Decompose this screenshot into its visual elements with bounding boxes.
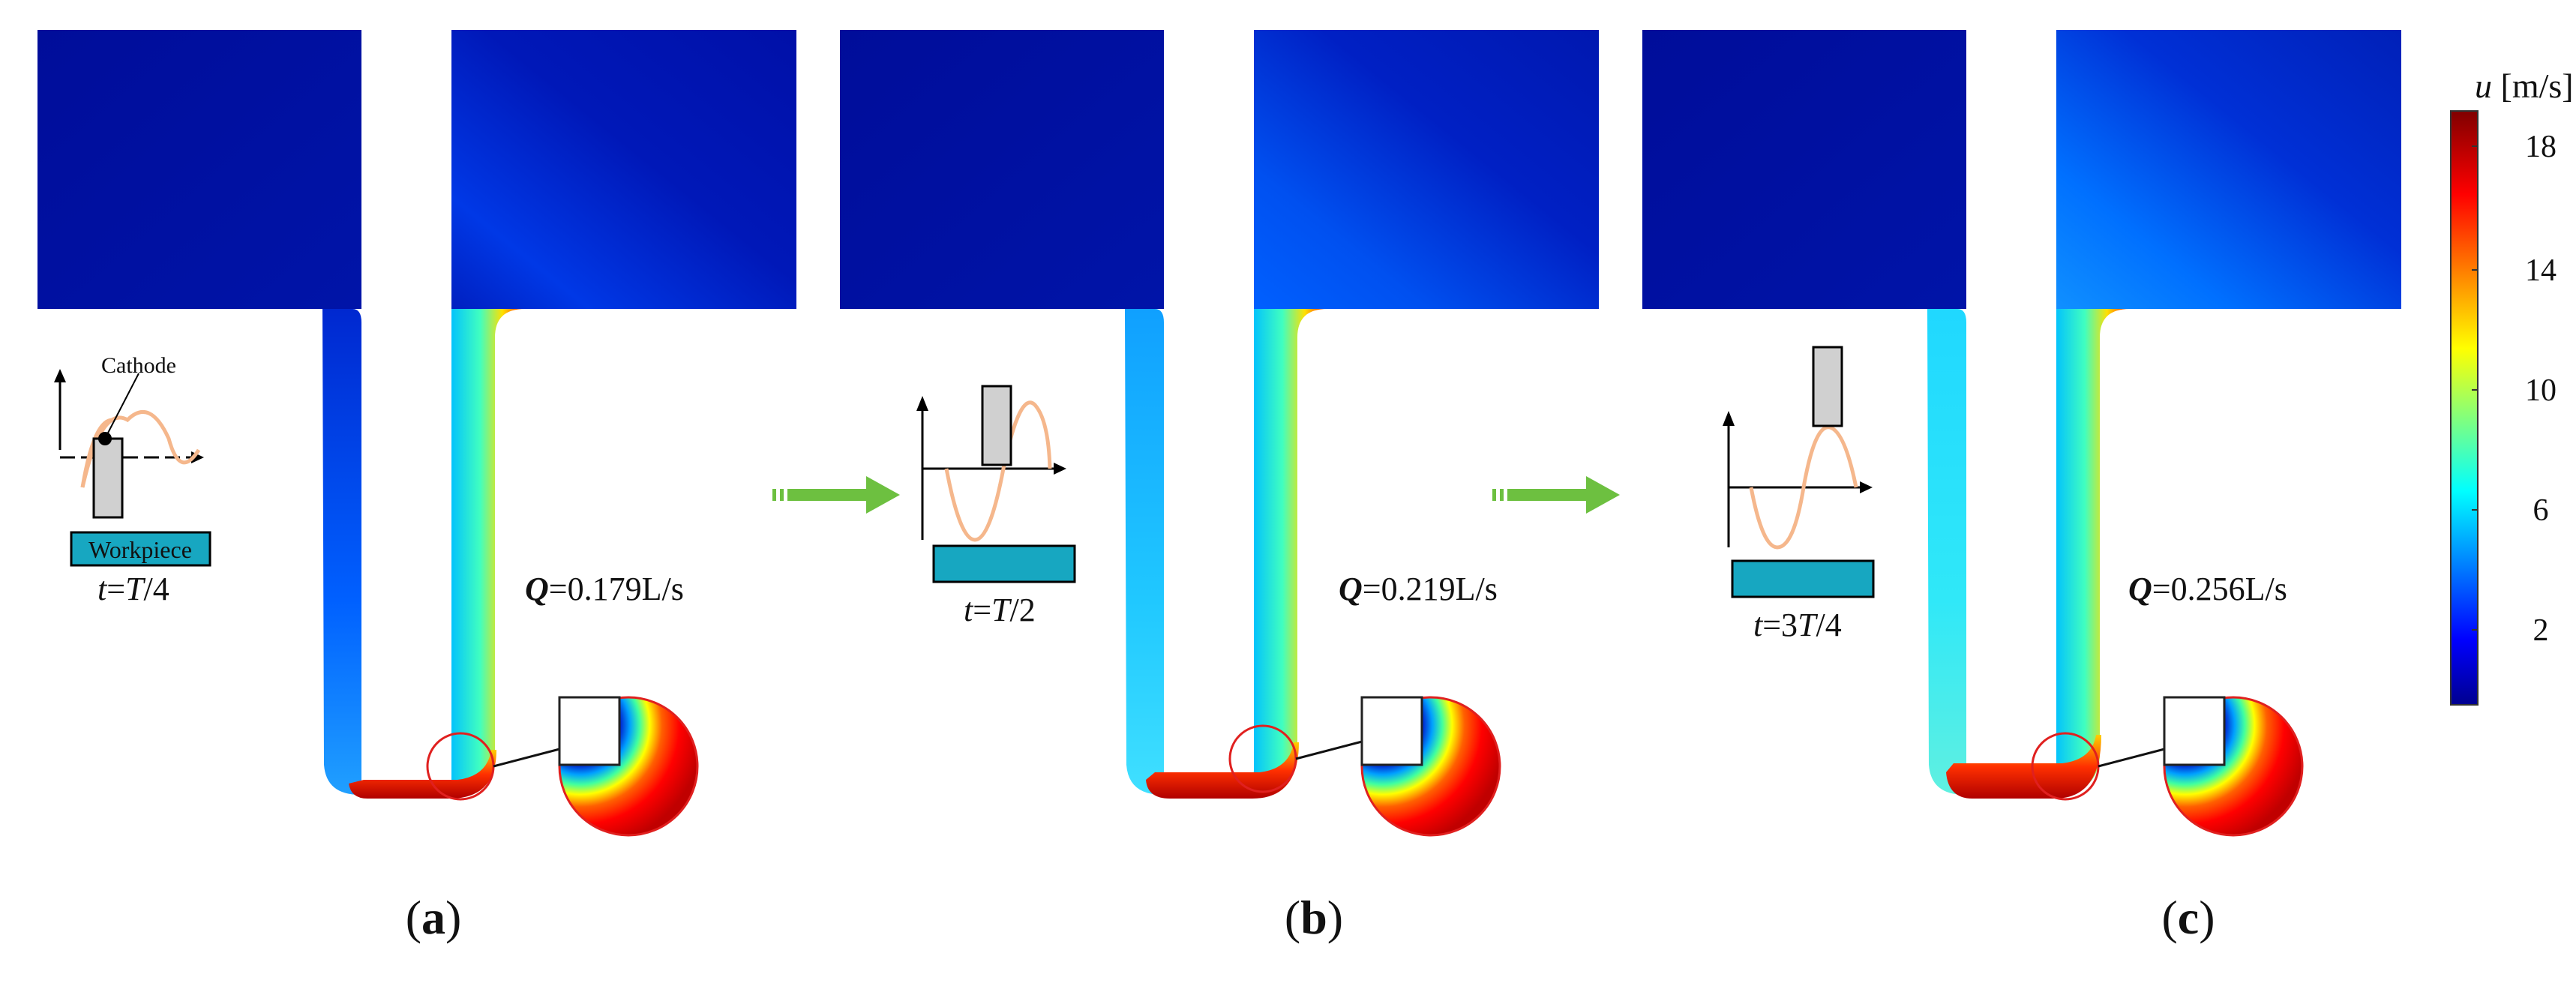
cathode-rect bbox=[92, 437, 124, 519]
right-channel bbox=[450, 309, 525, 795]
left-domain bbox=[1642, 30, 1966, 309]
bottom-flow bbox=[349, 750, 496, 799]
bottom-flow bbox=[1146, 742, 1299, 799]
sine-wave bbox=[1749, 425, 1858, 550]
y-axis-arrow bbox=[916, 396, 928, 411]
y-axis-arrow bbox=[1723, 411, 1735, 426]
bottom-flow bbox=[1946, 735, 2101, 799]
right-domain bbox=[2056, 30, 2401, 309]
cathode-slot bbox=[1966, 30, 2056, 762]
arrow-head bbox=[866, 476, 900, 514]
zoom-corner bbox=[2163, 696, 2226, 766]
x-axis-arrow bbox=[1860, 481, 1873, 493]
panel-a: Cathode Workpiece t=T/4 Q=0.179L/s (a) bbox=[37, 30, 796, 944]
panel-c: t=3T/4 Q=0.256L/s (c) bbox=[1642, 30, 2401, 944]
colorbar-tick-label: 18 bbox=[2525, 130, 2557, 164]
right-domain bbox=[451, 30, 796, 309]
left-domain bbox=[840, 30, 1164, 309]
panel-label: (c) bbox=[2161, 891, 2215, 944]
cathode-slot bbox=[1164, 30, 1254, 771]
colorbar-tick-label: 14 bbox=[2525, 253, 2557, 288]
left-channel bbox=[322, 309, 450, 795]
time-label: t=T/4 bbox=[97, 571, 169, 607]
sine-wave-lower bbox=[80, 418, 113, 488]
colorbar-tick-label: 6 bbox=[2533, 493, 2549, 528]
arrow-shaft bbox=[1507, 489, 1590, 501]
panel-label: (a) bbox=[406, 891, 462, 944]
cathode-rect bbox=[981, 385, 1012, 466]
cathode-slot bbox=[361, 30, 451, 780]
flow-label: Q=0.256L/s bbox=[2128, 571, 2287, 607]
arrow-tick bbox=[772, 489, 776, 501]
zoom-connector bbox=[493, 747, 563, 768]
panel-label: (b) bbox=[1285, 891, 1343, 944]
cathode-label: Cathode bbox=[101, 353, 176, 378]
zoom-connector bbox=[1295, 739, 1366, 760]
right-channel bbox=[2055, 309, 2130, 795]
right-domain bbox=[1254, 30, 1599, 309]
left-domain bbox=[37, 30, 361, 309]
arrow-tick bbox=[1492, 489, 1496, 501]
sine-wave bbox=[80, 410, 201, 488]
transition-arrow-ab bbox=[772, 476, 900, 514]
workpiece-label: Workpiece bbox=[88, 536, 192, 563]
workpiece-rect bbox=[932, 544, 1076, 583]
sine-wave bbox=[944, 400, 1052, 542]
x-axis-arrow bbox=[1054, 463, 1066, 475]
arrow-head bbox=[1586, 476, 1620, 514]
flow-label: Q=0.219L/s bbox=[1339, 571, 1498, 607]
right-channel bbox=[1252, 309, 1327, 795]
left-channel bbox=[1927, 309, 2055, 795]
zoom-connector bbox=[2098, 747, 2168, 768]
zoom-corner bbox=[558, 696, 621, 766]
colorbar-ticks: 18 14 10 6 2 bbox=[2472, 130, 2557, 648]
y-axis-arrow bbox=[54, 369, 66, 382]
colorbar-tick-label: 10 bbox=[2525, 373, 2557, 408]
time-label: t=3T/4 bbox=[1753, 607, 1842, 643]
arrow-tick bbox=[1500, 489, 1504, 501]
zoom-corner bbox=[1360, 696, 1423, 766]
cathode-pointer bbox=[104, 373, 139, 439]
workpiece-rect bbox=[1731, 559, 1875, 598]
colorbar-title: u [m/s] bbox=[2475, 67, 2574, 105]
transition-arrow-bc bbox=[1492, 476, 1620, 514]
arrow-tick bbox=[780, 489, 784, 501]
flow-label: Q=0.179L/s bbox=[525, 571, 684, 607]
colorbar: u [m/s] 18 14 10 6 2 bbox=[2450, 67, 2574, 706]
colorbar-tick-label: 2 bbox=[2533, 613, 2549, 648]
left-channel bbox=[1125, 309, 1252, 795]
workpiece-rect bbox=[70, 531, 211, 567]
arrow-shaft bbox=[787, 489, 870, 501]
colorbar-scale bbox=[2450, 110, 2479, 706]
panel-b: t=T/2 Q=0.219L/s (b) bbox=[840, 30, 1599, 944]
time-label: t=T/2 bbox=[964, 592, 1036, 628]
cathode-rect bbox=[1812, 346, 1843, 427]
